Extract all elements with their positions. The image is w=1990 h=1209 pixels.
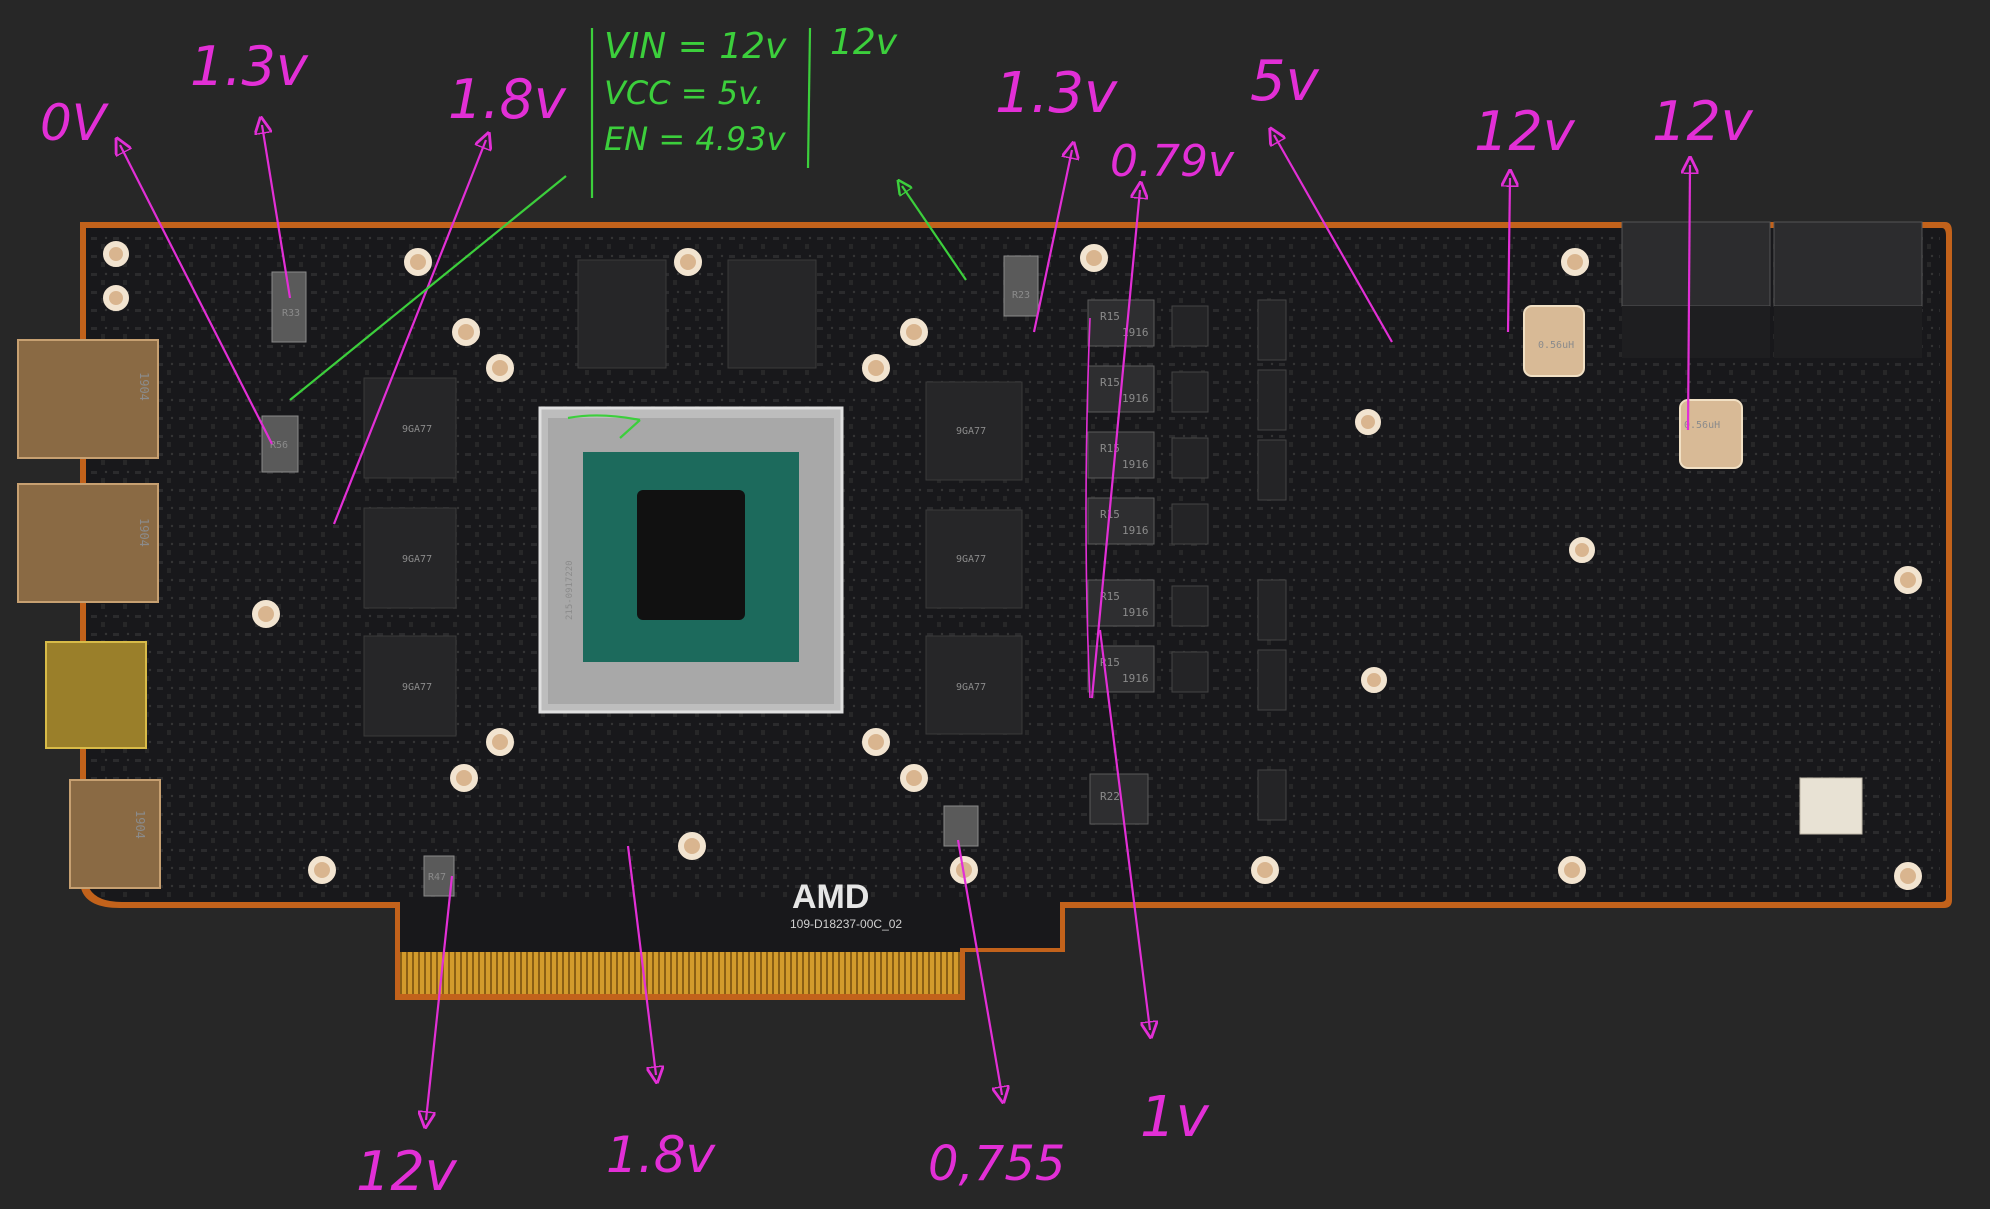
arrow-12v-b xyxy=(1688,165,1690,431)
svg-text:9GA77: 9GA77 xyxy=(402,682,432,693)
svg-text:9GA77: 9GA77 xyxy=(402,554,432,565)
small-inductors xyxy=(261,255,1039,897)
arrow-1-3v-left xyxy=(262,125,292,299)
label-0-755: 0,755 xyxy=(928,1136,1065,1192)
label-vin: VIN = 12v xyxy=(604,26,787,67)
svg-text:9GA77: 9GA77 xyxy=(956,426,986,437)
vrm-choke-labels: R15 R15 R15 R15 R15 R15 1916 1916 1916 1… xyxy=(1100,310,1149,803)
arrow-1-3v-mid xyxy=(1032,150,1072,333)
gpu-marking: 215-0917220 xyxy=(565,560,575,620)
green-bracket-right xyxy=(806,27,812,169)
arrow-0v xyxy=(120,145,273,445)
green-mark-gpu xyxy=(567,414,641,439)
arrow-1-8v-bottom xyxy=(626,845,656,1075)
label-1v: 1v xyxy=(1140,1085,1210,1150)
svg-text:9GA77: 9GA77 xyxy=(956,682,986,693)
svg-text:R33: R33 xyxy=(282,308,300,319)
svg-text:0.56uH: 0.56uH xyxy=(1684,420,1720,431)
label-1-3v-left: 1.3v xyxy=(190,35,309,98)
label-vcc: VCC = 5v. xyxy=(604,74,765,112)
label-0-79v: 0.79v xyxy=(1110,136,1235,187)
power-connectors xyxy=(1621,221,1923,358)
label-1-8v-bottom: 1.8v xyxy=(606,1126,717,1184)
svg-text:1916: 1916 xyxy=(1122,392,1149,405)
svg-text:1904: 1904 xyxy=(137,372,151,401)
pcie-gold-fingers xyxy=(400,952,960,994)
svg-text:1904: 1904 xyxy=(137,518,151,547)
svg-text:1916: 1916 xyxy=(1122,326,1149,339)
svg-text:0.56uH: 0.56uH xyxy=(1538,340,1574,351)
svg-text:R56: R56 xyxy=(270,440,288,451)
green-pointer-controller xyxy=(289,175,567,401)
input-inductors: 0.56uH 0.56uH xyxy=(1523,305,1743,469)
svg-text:R23: R23 xyxy=(1012,290,1030,301)
arrow-12v-a xyxy=(1508,178,1510,333)
fan-header xyxy=(1799,777,1863,835)
svg-text:R15: R15 xyxy=(1100,376,1120,389)
svg-text:1916: 1916 xyxy=(1122,606,1149,619)
gpu-package: 215-0917220 xyxy=(538,406,844,714)
svg-text:1916: 1916 xyxy=(1122,458,1149,471)
svg-text:R47: R47 xyxy=(428,872,446,883)
arrow-0-755 xyxy=(956,839,1002,1095)
label-1-8v-top: 1.8v xyxy=(448,68,567,131)
memory-labels: 9GA77 9GA77 9GA77 9GA77 9GA77 9GA77 xyxy=(402,424,986,693)
label-12v-bottom: 12v xyxy=(356,1140,458,1203)
svg-text:1916: 1916 xyxy=(1122,524,1149,537)
arrow-1v xyxy=(1098,629,1150,1030)
label-5v: 5v xyxy=(1250,49,1320,114)
amd-logo: AMD xyxy=(792,878,869,916)
label-12v-right-b: 12v xyxy=(1652,90,1754,153)
display-outputs: 1904 1904 1904 xyxy=(17,339,161,889)
arrow-0-79v xyxy=(1090,190,1140,699)
green-labels: VIN = 12v VCC = 5v. EN = 4.93v 12v xyxy=(604,22,898,158)
mosfets xyxy=(1171,299,1287,821)
magenta-labels: 0V 1.3v 1.8v 1.3v 0.79v 5v 12v 12v 12v 1… xyxy=(40,35,1754,1203)
vrm-chokes xyxy=(1087,299,1155,825)
svg-text:9GA77: 9GA77 xyxy=(402,424,432,435)
svg-text:R22: R22 xyxy=(1100,790,1120,803)
label-1-3v-mid: 1.3v xyxy=(995,61,1118,126)
small-inductor-labels: R33 R23 R56 R47 xyxy=(270,290,1030,883)
label-12v-right-a: 12v xyxy=(1474,100,1576,163)
svg-text:R15: R15 xyxy=(1100,310,1120,323)
mounting-holes xyxy=(103,241,1922,890)
svg-text:R15: R15 xyxy=(1100,590,1120,603)
svg-text:1916: 1916 xyxy=(1122,672,1149,685)
arrow-12v-bottom xyxy=(426,875,454,1120)
part-number: 109-D18237-00C_02 xyxy=(790,917,902,931)
label-12v-top: 12v xyxy=(830,22,898,63)
green-arrow-12v xyxy=(902,186,967,281)
svg-text:9GA77: 9GA77 xyxy=(956,554,986,565)
svg-text:1904: 1904 xyxy=(133,810,147,839)
green-annotations xyxy=(289,27,967,439)
arrow-1-8v-top xyxy=(332,140,486,525)
magenta-annotations xyxy=(120,125,1690,1120)
label-en: EN = 4.93v xyxy=(604,120,787,158)
arrow-5v xyxy=(1274,135,1393,343)
label-0v: 0V xyxy=(40,94,110,152)
memory-chips xyxy=(363,259,1023,737)
